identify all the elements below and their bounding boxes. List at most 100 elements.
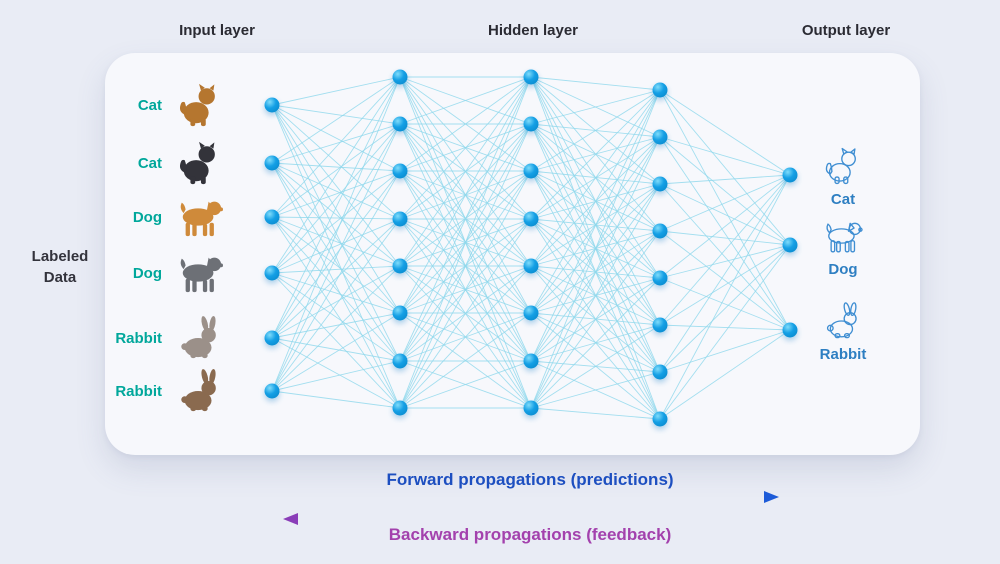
network-edge — [399, 360, 532, 409]
network-edge — [271, 265, 401, 274]
network-node-output — [782, 237, 798, 253]
network-node-hidden-1 — [392, 211, 408, 227]
forward-propagation-label: Forward propagations (predictions) — [386, 470, 674, 489]
network-edge — [399, 312, 532, 409]
animal-label: Cat — [137, 154, 162, 172]
animal-photo-cat — [175, 140, 225, 186]
backward-arrow-head-icon — [283, 513, 298, 525]
network-node-hidden-3 — [652, 82, 668, 98]
output-layer-header: Output layer — [801, 22, 891, 39]
output-class-label: Rabbit — [819, 346, 867, 363]
network-edge — [399, 76, 532, 267]
network-edge — [271, 265, 401, 392]
network-edge — [659, 174, 791, 185]
network-edge — [530, 136, 661, 409]
network-edge — [659, 136, 791, 331]
network-edge — [271, 216, 401, 267]
labeled-data-line1: Labeled — [31, 248, 89, 265]
network-edge — [399, 76, 532, 220]
network-node-hidden-3 — [652, 411, 668, 427]
network-edge — [659, 183, 791, 246]
network-node-hidden-2 — [523, 116, 539, 132]
cat-icon — [179, 83, 215, 127]
network-edge — [530, 324, 661, 409]
network-edge — [399, 265, 532, 409]
network-edge — [530, 230, 661, 409]
network-edge — [530, 89, 661, 267]
network-node-hidden-1 — [392, 163, 408, 179]
network-edge — [399, 218, 532, 409]
network-edge — [271, 216, 401, 220]
network-edge — [271, 76, 401, 392]
network-edge — [399, 76, 532, 314]
network-edge — [659, 89, 791, 331]
labeled-animal-row: Dog — [96, 193, 225, 241]
network-edge — [271, 390, 401, 409]
animal-photo-rabbit — [175, 315, 225, 361]
labeled-animal-row: Dog — [96, 249, 225, 297]
labeled-animal-row: Rabbit — [96, 367, 225, 415]
network-edge — [271, 216, 401, 314]
network-edge — [530, 89, 661, 125]
network-edge — [399, 76, 532, 125]
network-edge — [271, 337, 401, 362]
labeled-animal-row: Cat — [96, 81, 225, 129]
network-edge — [530, 183, 661, 409]
network-edge — [271, 162, 401, 172]
labeled-data-line2: Data — [43, 269, 77, 286]
network-node-hidden-3 — [652, 317, 668, 333]
animal-photo-dog — [175, 194, 225, 240]
network-node-hidden-3 — [652, 364, 668, 380]
network-edge — [530, 89, 661, 362]
network-node-hidden-2 — [523, 163, 539, 179]
network-edge — [659, 277, 791, 331]
network-edge — [659, 324, 791, 331]
labeled-data-caption: Labeled Data — [14, 246, 106, 288]
animal-photo-rabbit — [175, 368, 225, 414]
labeled-animal-row: Cat — [96, 139, 225, 187]
network-edge — [399, 123, 532, 409]
labeled-animal-row: Rabbit — [96, 314, 225, 362]
network-edge — [659, 230, 791, 331]
network-edge — [659, 174, 791, 420]
network-edge — [659, 174, 791, 232]
network-edge — [271, 123, 401, 218]
output-class-item: Rabbit — [800, 302, 886, 363]
network-edge — [271, 218, 401, 339]
propagation-arrows — [283, 491, 779, 525]
network-edge — [530, 277, 661, 409]
network-edge — [530, 76, 661, 91]
network-edge — [530, 407, 661, 420]
network-edge — [271, 76, 401, 274]
network-node-hidden-1 — [392, 116, 408, 132]
network-edge — [271, 76, 401, 106]
network-node-hidden-3 — [652, 223, 668, 239]
forward-arrow-head-icon — [764, 491, 779, 503]
output-class-item: Cat — [800, 147, 886, 208]
network-edge — [659, 89, 791, 176]
network-node-hidden-2 — [523, 69, 539, 85]
animal-label: Cat — [137, 96, 162, 114]
network-edge — [271, 218, 401, 392]
dog-icon — [180, 201, 223, 237]
network-edge — [271, 76, 401, 164]
network-node-input — [264, 97, 280, 113]
network-node-hidden-1 — [392, 69, 408, 85]
network-edges — [271, 76, 791, 420]
network-node-hidden-1 — [392, 258, 408, 274]
network-edge — [399, 76, 532, 409]
rabbit-icon — [826, 302, 857, 339]
network-node-input — [264, 209, 280, 225]
network-node-input — [264, 265, 280, 281]
network-edge — [659, 329, 791, 420]
rabbit-icon — [181, 369, 216, 412]
network-edge — [271, 312, 401, 392]
network-node-output — [782, 322, 798, 338]
network-edge — [271, 170, 401, 339]
network-edge — [659, 183, 791, 331]
network-edge — [271, 337, 401, 409]
animal-photo-dog — [175, 250, 225, 296]
network-edge — [659, 230, 791, 246]
network-node-input — [264, 383, 280, 399]
